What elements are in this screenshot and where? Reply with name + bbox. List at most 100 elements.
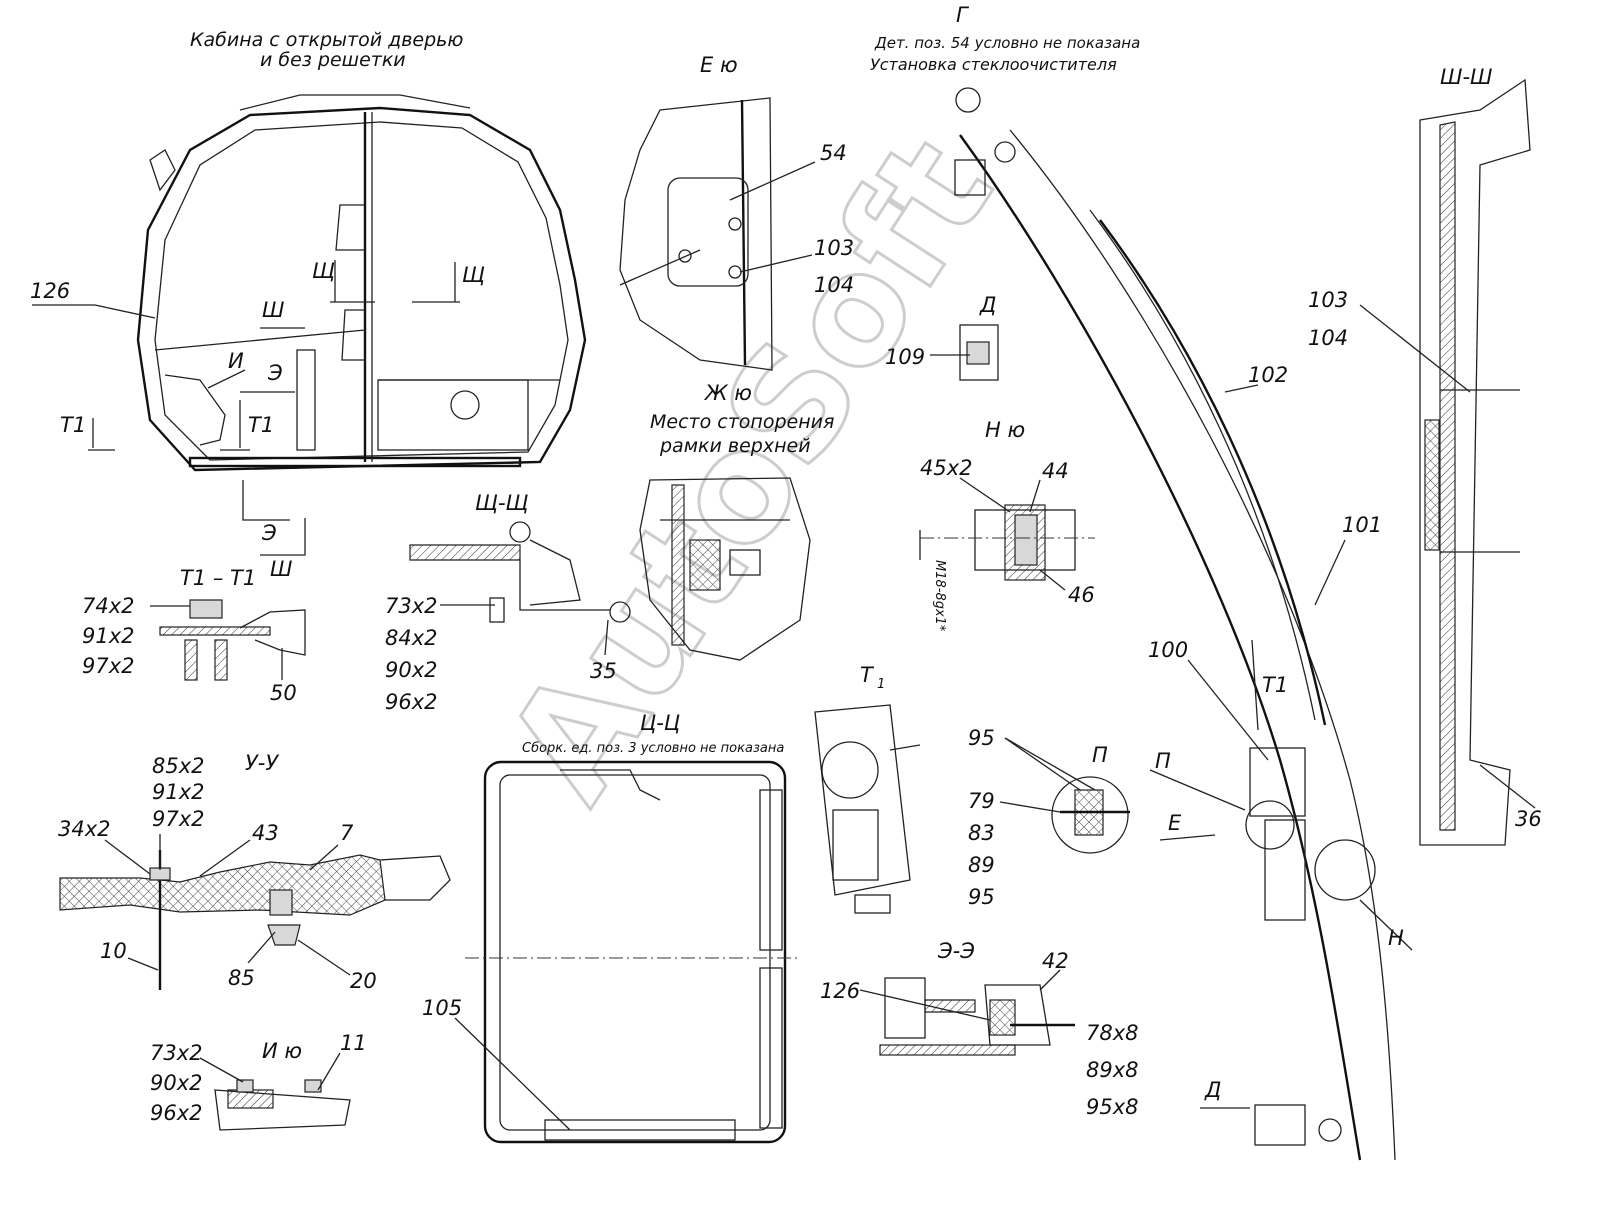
view-p-title: П xyxy=(1092,743,1108,767)
cabin-door-panel xyxy=(377,379,529,451)
callout-43: 43 xyxy=(252,821,279,845)
callout-95b: 95 xyxy=(968,885,995,909)
cabin-belt-line xyxy=(154,329,366,351)
callout-102: 102 xyxy=(1248,363,1288,387)
callout-91x2a: 91х2 xyxy=(82,624,135,648)
view-d: Д 109 xyxy=(885,293,999,381)
leader-20 xyxy=(297,939,351,976)
view-zh-profile xyxy=(671,484,685,646)
sh-sh-seal xyxy=(1424,419,1440,551)
ts-top-bracket xyxy=(560,769,661,801)
view-zh-break-outline xyxy=(639,477,811,661)
section-ts-ts-title: Ц-Ц xyxy=(640,711,680,735)
view-zh-seal xyxy=(689,539,721,591)
callout-54: 54 xyxy=(820,141,847,165)
cut-label-t1-right: Т1 xyxy=(1262,673,1288,697)
view-n: Н ю 45х2 44 46 М18-8gx1* xyxy=(919,418,1095,632)
ee-clamp xyxy=(984,984,1051,1046)
wiper-bracket xyxy=(1264,819,1306,921)
callout-101: 101 xyxy=(1342,513,1382,537)
leader-85 xyxy=(247,931,276,964)
wiper-top-clip xyxy=(954,159,986,196)
view-g-caption: Установка стеклоочистителя xyxy=(870,55,1117,74)
cut-label-t1-left: Т1 xyxy=(60,413,86,437)
callout-89: 89 xyxy=(968,853,995,877)
leader-100 xyxy=(1187,659,1269,761)
callout-50: 50 xyxy=(270,681,297,705)
view-e-bracket xyxy=(667,177,749,287)
view-zh: Ж ю Место стопорения рамки верхней xyxy=(639,381,834,661)
view-g-note: Дет. поз. 54 условно не показана xyxy=(874,34,1140,52)
ts-side-profile-low xyxy=(759,967,783,1129)
leader-42 xyxy=(1039,969,1061,991)
leader-95a xyxy=(1004,737,1081,791)
cut-mark-sh-bottom xyxy=(260,518,306,556)
callout-103a: 103 xyxy=(814,236,854,260)
leader-10 xyxy=(127,957,159,971)
view-zh-nut xyxy=(729,549,761,576)
cabin-door-handle-mid xyxy=(341,309,365,361)
arrow-t1-right xyxy=(1251,639,1259,731)
view-t1-title: Т xyxy=(860,663,875,687)
cut-arrow-i xyxy=(207,369,246,389)
cut-label-p: П xyxy=(1155,749,1171,773)
ts-frame-outer xyxy=(483,760,787,1144)
t1-sleeve-right xyxy=(214,639,228,681)
leader-102 xyxy=(1224,384,1259,393)
view-t1-motor xyxy=(821,741,879,799)
callout-126a: 126 xyxy=(30,279,70,303)
t1-bolt-head xyxy=(189,599,223,619)
leader-105 xyxy=(454,1017,571,1131)
callout-84x2: 84х2 xyxy=(385,626,438,650)
cabin-post xyxy=(296,349,316,451)
leader-46 xyxy=(1039,569,1066,591)
callout-34x2: 34х2 xyxy=(58,817,111,841)
callout-74x2: 74х2 xyxy=(82,594,135,618)
leader-n xyxy=(1359,899,1413,951)
wiper-frame-outer xyxy=(959,134,1362,1161)
section-ts-ts: Ц-Ц Сборк. ед. поз. 3 условно не показан… xyxy=(422,711,800,1144)
view-e-title: Е ю xyxy=(700,53,738,77)
callout-104b: 104 xyxy=(1308,326,1348,350)
callout-90x2b: 90х2 xyxy=(150,1071,203,1095)
section-t1-t1: Т1 – Т1 74х2 91х2 97х2 50 xyxy=(82,566,306,705)
ts-bottom-rail xyxy=(544,1119,736,1141)
leader-45x2 xyxy=(959,477,1011,513)
callout-109: 109 xyxy=(885,345,925,369)
view-i-title: И ю xyxy=(262,1039,302,1063)
callout-91x2b: 91х2 xyxy=(152,780,205,804)
callout-7: 7 xyxy=(340,821,354,845)
cut-label-shch-2: Щ xyxy=(462,263,485,287)
callout-73x2b: 73х2 xyxy=(150,1041,203,1065)
view-e-screw-3 xyxy=(678,249,692,263)
cut-label-shch-1: Щ xyxy=(312,259,335,283)
section-sh-sh: Ш-Ш 103 104 36 xyxy=(1308,65,1542,846)
cabin-title-line1: Кабина с открытой дверью xyxy=(190,29,463,51)
leader-34x2 xyxy=(104,839,151,875)
u-lip xyxy=(379,855,451,901)
ee-post xyxy=(884,977,926,1039)
wiper-bottom-clip xyxy=(1254,1104,1306,1146)
cut-label-sh-bottom: Ш xyxy=(270,557,292,581)
thread-dim: М18-8gx1* xyxy=(932,560,947,632)
ee-seal xyxy=(989,999,1016,1036)
section-u-u: У-У 85х2 91х2 97х2 34х2 43 7 10 85 20 xyxy=(58,751,451,993)
view-g: Г Дет. поз. 54 условно не показана Устан… xyxy=(870,3,1413,1161)
shch-bracket xyxy=(519,560,610,611)
view-e-frame-rail xyxy=(740,99,747,366)
cut-label-e-bottom: Э xyxy=(261,521,277,545)
cabin-outer-frame xyxy=(136,106,587,472)
view-p: П 95 79 83 89 95 xyxy=(968,726,1130,909)
u-panel xyxy=(59,854,386,916)
view-t1-subscript: 1 xyxy=(877,677,885,692)
callout-20: 20 xyxy=(350,969,377,993)
cut-label-e-arrow: Е xyxy=(1168,811,1182,835)
ts-frame-inner xyxy=(499,774,771,1131)
callout-46: 46 xyxy=(1068,583,1095,607)
ts-side-profile xyxy=(759,789,783,951)
cabin-floor xyxy=(188,456,522,468)
view-d-clamp xyxy=(966,341,990,365)
cut-label-sh-top: Ш xyxy=(262,298,284,322)
leader-126b xyxy=(859,989,991,1021)
